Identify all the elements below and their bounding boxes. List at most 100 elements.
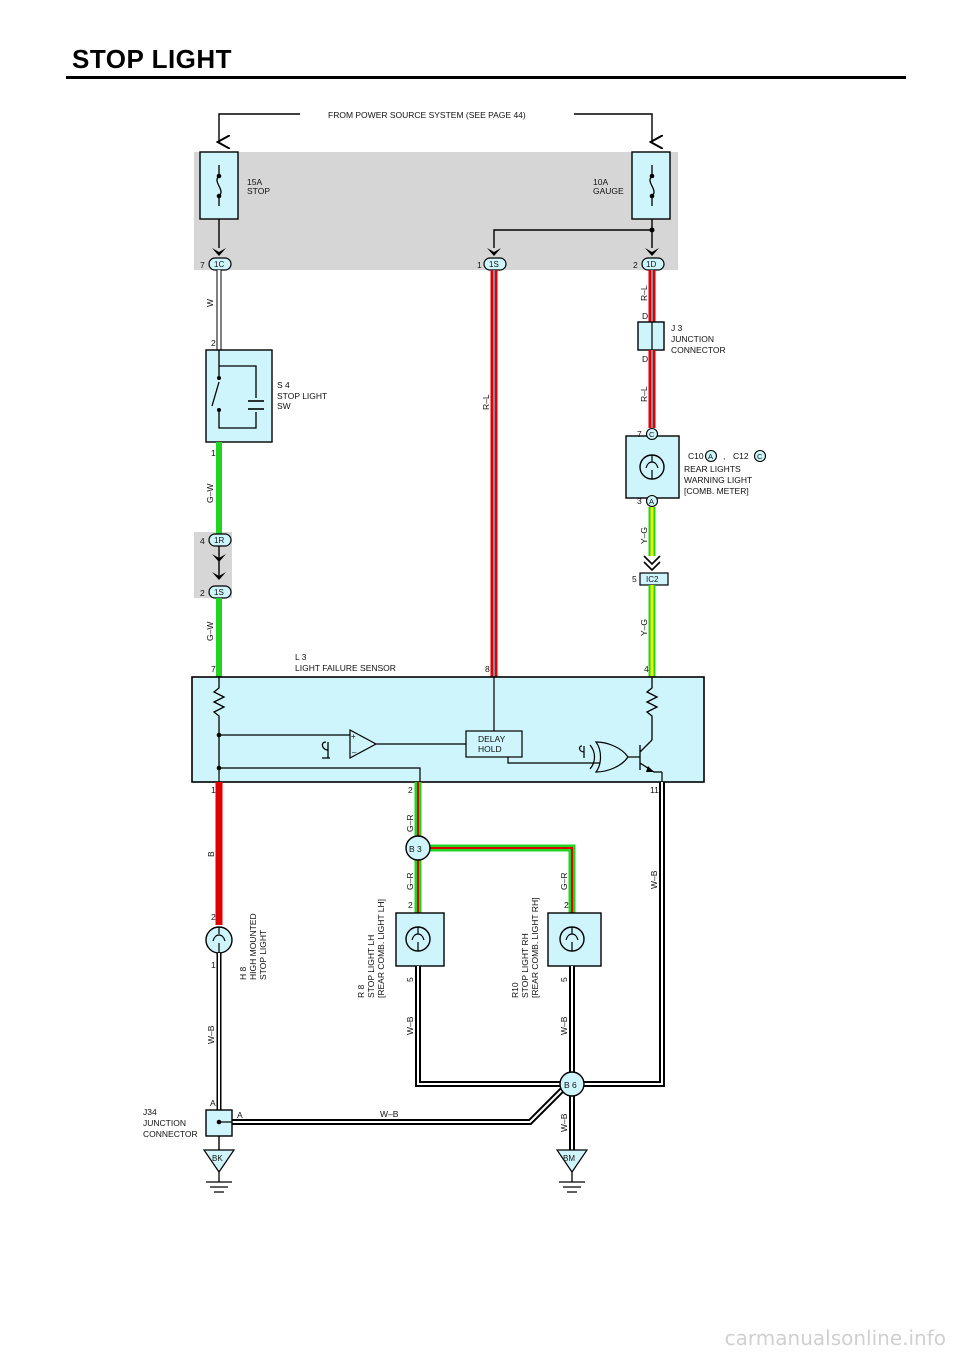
connector-1s-low-id: 1S <box>214 588 224 597</box>
wire-yg1-label: Y–G <box>639 527 649 544</box>
source-note: FROM POWER SOURCE SYSTEM (SEE PAGE 44) <box>328 110 526 120</box>
connector-1s-low-pin: 2 <box>200 588 205 598</box>
r8-line2: [REAR COMB. LIGHT LH] <box>376 899 386 998</box>
connector-1r-pin: 4 <box>200 536 205 546</box>
comparator <box>349 728 378 760</box>
wire-gr2-label: G–R <box>405 873 415 890</box>
l3-pin2: 2 <box>408 785 413 795</box>
l3-name: LIGHT FAILURE SENSOR <box>295 663 396 673</box>
ground-bk-label: BK <box>212 1154 223 1163</box>
junction-dot <box>216 732 222 738</box>
meter-tag-bottom: A <box>649 497 654 506</box>
switch-contacts <box>211 350 257 429</box>
meter-tag1-circle <box>704 449 718 463</box>
switch-terminal <box>217 408 221 412</box>
r8-code: R 8 <box>356 985 366 999</box>
wire-wb-r8-fill <box>417 966 560 1085</box>
h8-pin-top: 2 <box>211 912 216 922</box>
delay-out <box>507 757 600 764</box>
sensor-internal <box>218 734 421 782</box>
meter-line3: [COMB. METER] <box>684 486 749 496</box>
splice-b3 <box>405 835 431 861</box>
connector-arrow <box>643 555 661 566</box>
wire-wb-horiz-label: W–B <box>380 1109 399 1119</box>
meter-sep: , <box>723 451 725 461</box>
or-gate <box>594 741 629 773</box>
wire-rl-mid-label: R–L <box>481 394 491 410</box>
ground-bm-triangle <box>555 1149 589 1174</box>
sensor-symbol <box>321 741 330 759</box>
fuse-terminal <box>216 173 222 179</box>
h8-line2: STOP LIGHT <box>258 930 268 980</box>
fuse-terminal <box>649 173 655 179</box>
switch-terminal <box>217 376 221 380</box>
h8-code: H 8 <box>238 967 248 981</box>
fuse-terminal <box>216 193 222 199</box>
wire-wb-r8-label: W–B <box>405 1016 415 1035</box>
title-rule <box>66 76 906 79</box>
bulb-filament <box>565 927 579 951</box>
meter-tag-top: C <box>649 430 655 439</box>
connector-1r-id: 1R <box>214 536 224 545</box>
delay-line2: HOLD <box>478 744 502 754</box>
sensor-resistor-right <box>645 677 659 740</box>
r10-code: R10 <box>510 982 520 998</box>
r8-pin-bottom: 5 <box>405 977 415 982</box>
connector-arrow <box>643 561 661 572</box>
comparator-minus: – <box>352 748 357 757</box>
transistor-arrow <box>646 766 654 772</box>
r10-pin-bottom: 5 <box>559 977 569 982</box>
page-title: STOP LIGHT <box>72 44 233 74</box>
l3-pin8: 8 <box>485 664 490 674</box>
connector-1d-pin: 2 <box>633 260 638 270</box>
connector-arrow <box>645 248 659 256</box>
stop-light-switch <box>205 349 273 443</box>
l3-pin4: 4 <box>644 664 649 674</box>
splice-b6 <box>559 1071 585 1097</box>
junction-dot <box>649 227 655 233</box>
meter-pin-top: 7 <box>637 429 642 439</box>
connector-1d-id: 1D <box>646 260 656 269</box>
fuse-gauge-name: GAUGE <box>593 186 624 196</box>
s4-pin-bottom: 1 <box>211 448 216 458</box>
sensor-resistor-left <box>212 677 226 768</box>
fuse-stop-amps: 15A <box>247 177 262 187</box>
sensor-symbol-small <box>578 745 585 758</box>
junction-connector-j3 <box>637 321 665 351</box>
wire-rl2-label: R–L <box>639 386 649 402</box>
wire-wb-r10-label: W–B <box>559 1016 569 1035</box>
fuse-gauge <box>631 151 671 220</box>
r10-line2: [REAR COMB. LIGHT RH] <box>530 898 540 998</box>
bulb-filament <box>411 927 425 951</box>
wire-yg2-label: Y–G <box>639 619 649 636</box>
j3-code: J 3 <box>671 323 683 333</box>
delay-hold-box <box>465 730 523 758</box>
pin-tag-c <box>645 427 659 441</box>
connector-arrow <box>212 572 226 580</box>
meter-line1: REAR LIGHTS <box>684 464 741 474</box>
splice-b3-id: B 3 <box>409 844 422 854</box>
l3-code: L 3 <box>295 652 307 662</box>
fuse-gauge-amps: 10A <box>593 177 608 187</box>
splice-b6-id: B 6 <box>564 1080 577 1090</box>
j34-code: J34 <box>143 1107 157 1117</box>
meter-code2: C12 <box>733 451 749 461</box>
internal-wire <box>493 219 653 248</box>
wire-gr-branch <box>418 844 576 913</box>
l3-pin1: 1 <box>211 785 216 795</box>
wire-w-label: W <box>205 299 215 307</box>
r8-line1: STOP LIGHT LH <box>366 935 376 998</box>
connector-arrow <box>212 248 226 256</box>
meter-tag2: C <box>757 452 763 461</box>
bulb-filament <box>212 927 226 953</box>
l3-pin7: 7 <box>211 664 216 674</box>
delay-line1: DELAY <box>478 734 506 744</box>
junction-block-panel <box>194 152 678 270</box>
j3-line1: JUNCTION <box>671 334 714 344</box>
junction-dot <box>216 765 222 771</box>
wire-gr1-label: G–R <box>405 815 415 832</box>
fuse-terminal <box>649 193 655 199</box>
meter-tag2-circle <box>753 449 767 463</box>
connector-1s-top-id: 1S <box>489 260 499 269</box>
connector-1r <box>208 533 232 547</box>
